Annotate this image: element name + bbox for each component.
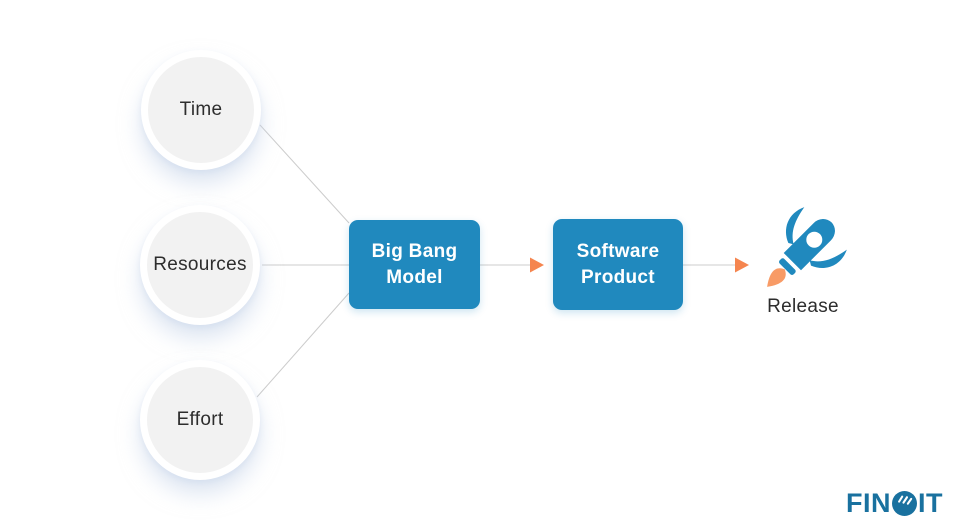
connector-line-effort (256, 292, 350, 398)
finoit-logo-text-it: IT (918, 488, 943, 518)
output-box-label-line2: Product (581, 266, 655, 288)
input-node-label: Time (179, 99, 223, 120)
arrow-right-icon (480, 257, 544, 273)
process-box-label-line2: Model (386, 266, 443, 288)
finoit-logo: FIN IT (846, 490, 943, 517)
rocket-icon (767, 207, 847, 287)
input-node-time: Time (141, 50, 261, 170)
process-box-label-line1: Big Bang (371, 241, 458, 263)
output-box-software-product: Software Product (553, 219, 683, 310)
input-node-label: Resources (153, 254, 247, 275)
input-node-effort: Effort (140, 360, 260, 480)
finoit-logo-text-fin: FIN (846, 488, 891, 518)
connector-line-time (259, 124, 350, 224)
gripped-ball-icon (892, 491, 917, 516)
input-node-resources: Resources (140, 205, 260, 325)
arrow-right-icon (683, 257, 749, 273)
input-node-label: Effort (176, 409, 224, 430)
release-label: Release (767, 296, 839, 317)
process-box-big-bang-model: Big Bang Model (349, 220, 480, 309)
output-box-label-line1: Software (576, 241, 660, 263)
